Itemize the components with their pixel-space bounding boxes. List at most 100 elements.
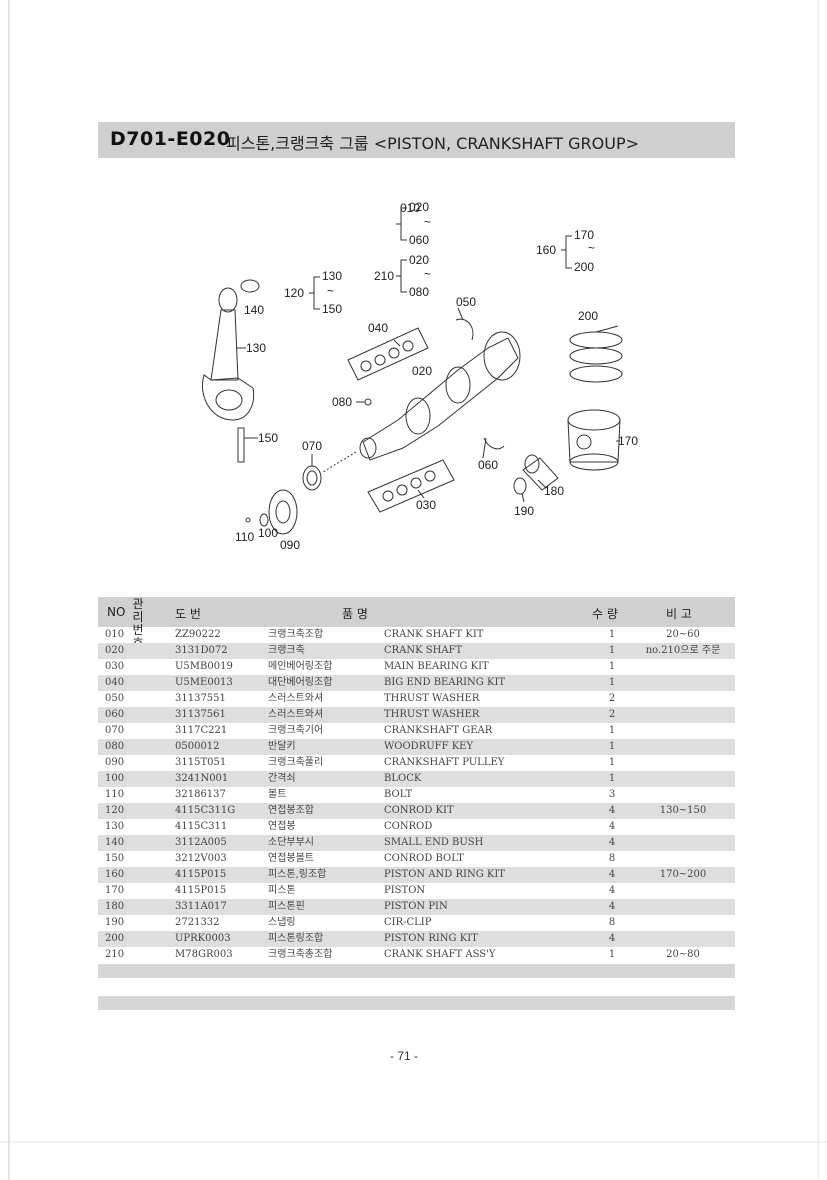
quantity: 1	[608, 725, 616, 736]
callout-label: 060	[478, 458, 498, 472]
callout-label: 140	[244, 303, 264, 317]
row-number: 210	[105, 949, 125, 960]
callout-label: 190	[514, 504, 534, 518]
row-number: 040	[105, 677, 125, 688]
callout-label: 020	[412, 364, 432, 378]
exploded-parts-diagram: 010 020 ~ 060 210 020 ~ 080 160 170 ~ 20…	[202, 200, 638, 552]
quantity: 4	[608, 837, 616, 848]
part-number: 3311A017	[175, 901, 227, 912]
row-number: 170	[105, 885, 125, 896]
part-number: UPRK0003	[175, 933, 231, 944]
row-number: 110	[105, 789, 125, 800]
english-name: BOLT	[384, 789, 413, 800]
part-number: 31137551	[175, 693, 226, 704]
callout-label: 180	[544, 484, 564, 498]
callout-label: 100	[258, 526, 278, 540]
part-number: 31137561	[175, 709, 226, 720]
korean-name: 피스톤링조합	[268, 933, 324, 944]
range-mark: ~	[424, 215, 431, 229]
callout-label: 030	[416, 498, 436, 512]
part-number: 3115T051	[175, 757, 227, 768]
header-mgmt-top: 관리	[132, 597, 144, 624]
row-number: 080	[105, 741, 125, 752]
callout-label: 060	[409, 233, 429, 247]
part-number: 4115C311G	[175, 805, 236, 816]
row-number: 190	[105, 917, 125, 928]
korean-name: 볼트	[268, 789, 287, 800]
row-number: 150	[105, 853, 125, 864]
row-number: 050	[105, 693, 125, 704]
header-no: NO	[107, 605, 126, 619]
part-number: 4115C311	[175, 821, 228, 832]
korean-name: 연접봉	[268, 821, 296, 832]
quantity: 4	[608, 933, 616, 944]
korean-name: 스냅링	[268, 917, 296, 928]
quantity: 1	[608, 677, 616, 688]
callout-label: 210	[374, 269, 394, 283]
row-number: 130	[105, 821, 125, 832]
quantity: 4	[608, 805, 616, 816]
callout-label: 120	[284, 286, 304, 300]
row-number: 090	[105, 757, 125, 768]
callout-label: 020	[409, 253, 429, 267]
callout-label: 170	[574, 228, 594, 242]
row-number: 200	[105, 933, 125, 944]
remark: 130~150	[659, 805, 707, 816]
callout-label: 040	[368, 321, 388, 335]
quantity: 1	[608, 949, 616, 960]
english-name: PISTON PIN	[384, 901, 448, 912]
callout-label: 200	[574, 260, 594, 274]
korean-name: 메인베어링조합	[268, 661, 333, 672]
callout-label: 160	[536, 243, 556, 257]
quantity: 4	[608, 901, 616, 912]
part-number: 4115P015	[175, 885, 227, 896]
remark: 20~60	[666, 629, 700, 640]
english-name: CONROD BOLT	[384, 853, 464, 864]
quantity: 2	[608, 709, 616, 720]
remark: 170~200	[659, 869, 707, 880]
english-name: THRUST WASHER	[384, 693, 480, 704]
korean-name: 반달키	[268, 741, 296, 752]
part-number: M78GR003	[175, 949, 233, 960]
quantity: 1	[608, 661, 616, 672]
table-footer-band	[98, 964, 735, 978]
korean-name: 스러스트와셔	[268, 709, 324, 720]
callout-label: 170	[618, 434, 638, 448]
quantity: 1	[608, 773, 616, 784]
korean-name: 크랭크축기어	[268, 725, 324, 736]
section-code: D701-E020	[110, 128, 231, 150]
parts-table: NO 관리 번호 도 번 품 명 수 량 비 고 010ZZ90222크랭크축조…	[98, 597, 735, 963]
row-number: 140	[105, 837, 125, 848]
english-name: THRUST WASHER	[384, 709, 480, 720]
row-number: 100	[105, 773, 125, 784]
header-part-number: 도 번	[175, 607, 201, 621]
remark: 20~80	[666, 949, 700, 960]
callout-label: 200	[578, 309, 598, 323]
page-number: - 71 -	[390, 1049, 419, 1063]
korean-name: 연접봉조합	[268, 805, 314, 816]
callout-label: 090	[280, 538, 300, 552]
english-name: CRANK SHAFT KIT	[384, 629, 484, 640]
table-header: NO 관리 번호 도 번 품 명 수 량 비 고	[98, 597, 735, 650]
part-number: 0500012	[175, 741, 220, 752]
callout-label: 010	[400, 201, 420, 215]
english-name: BIG END BEARING KIT	[384, 677, 506, 688]
part-number: U5MB0019	[175, 661, 233, 672]
callout-label: 110	[235, 530, 254, 544]
korean-name: 피스톤,링조합	[268, 869, 327, 880]
range-mark: ~	[424, 267, 431, 281]
korean-name: 크랭크축총조합	[268, 949, 333, 960]
korean-name: 피스톤	[268, 885, 296, 896]
row-number: 160	[105, 869, 125, 880]
english-name: BLOCK	[384, 773, 422, 784]
